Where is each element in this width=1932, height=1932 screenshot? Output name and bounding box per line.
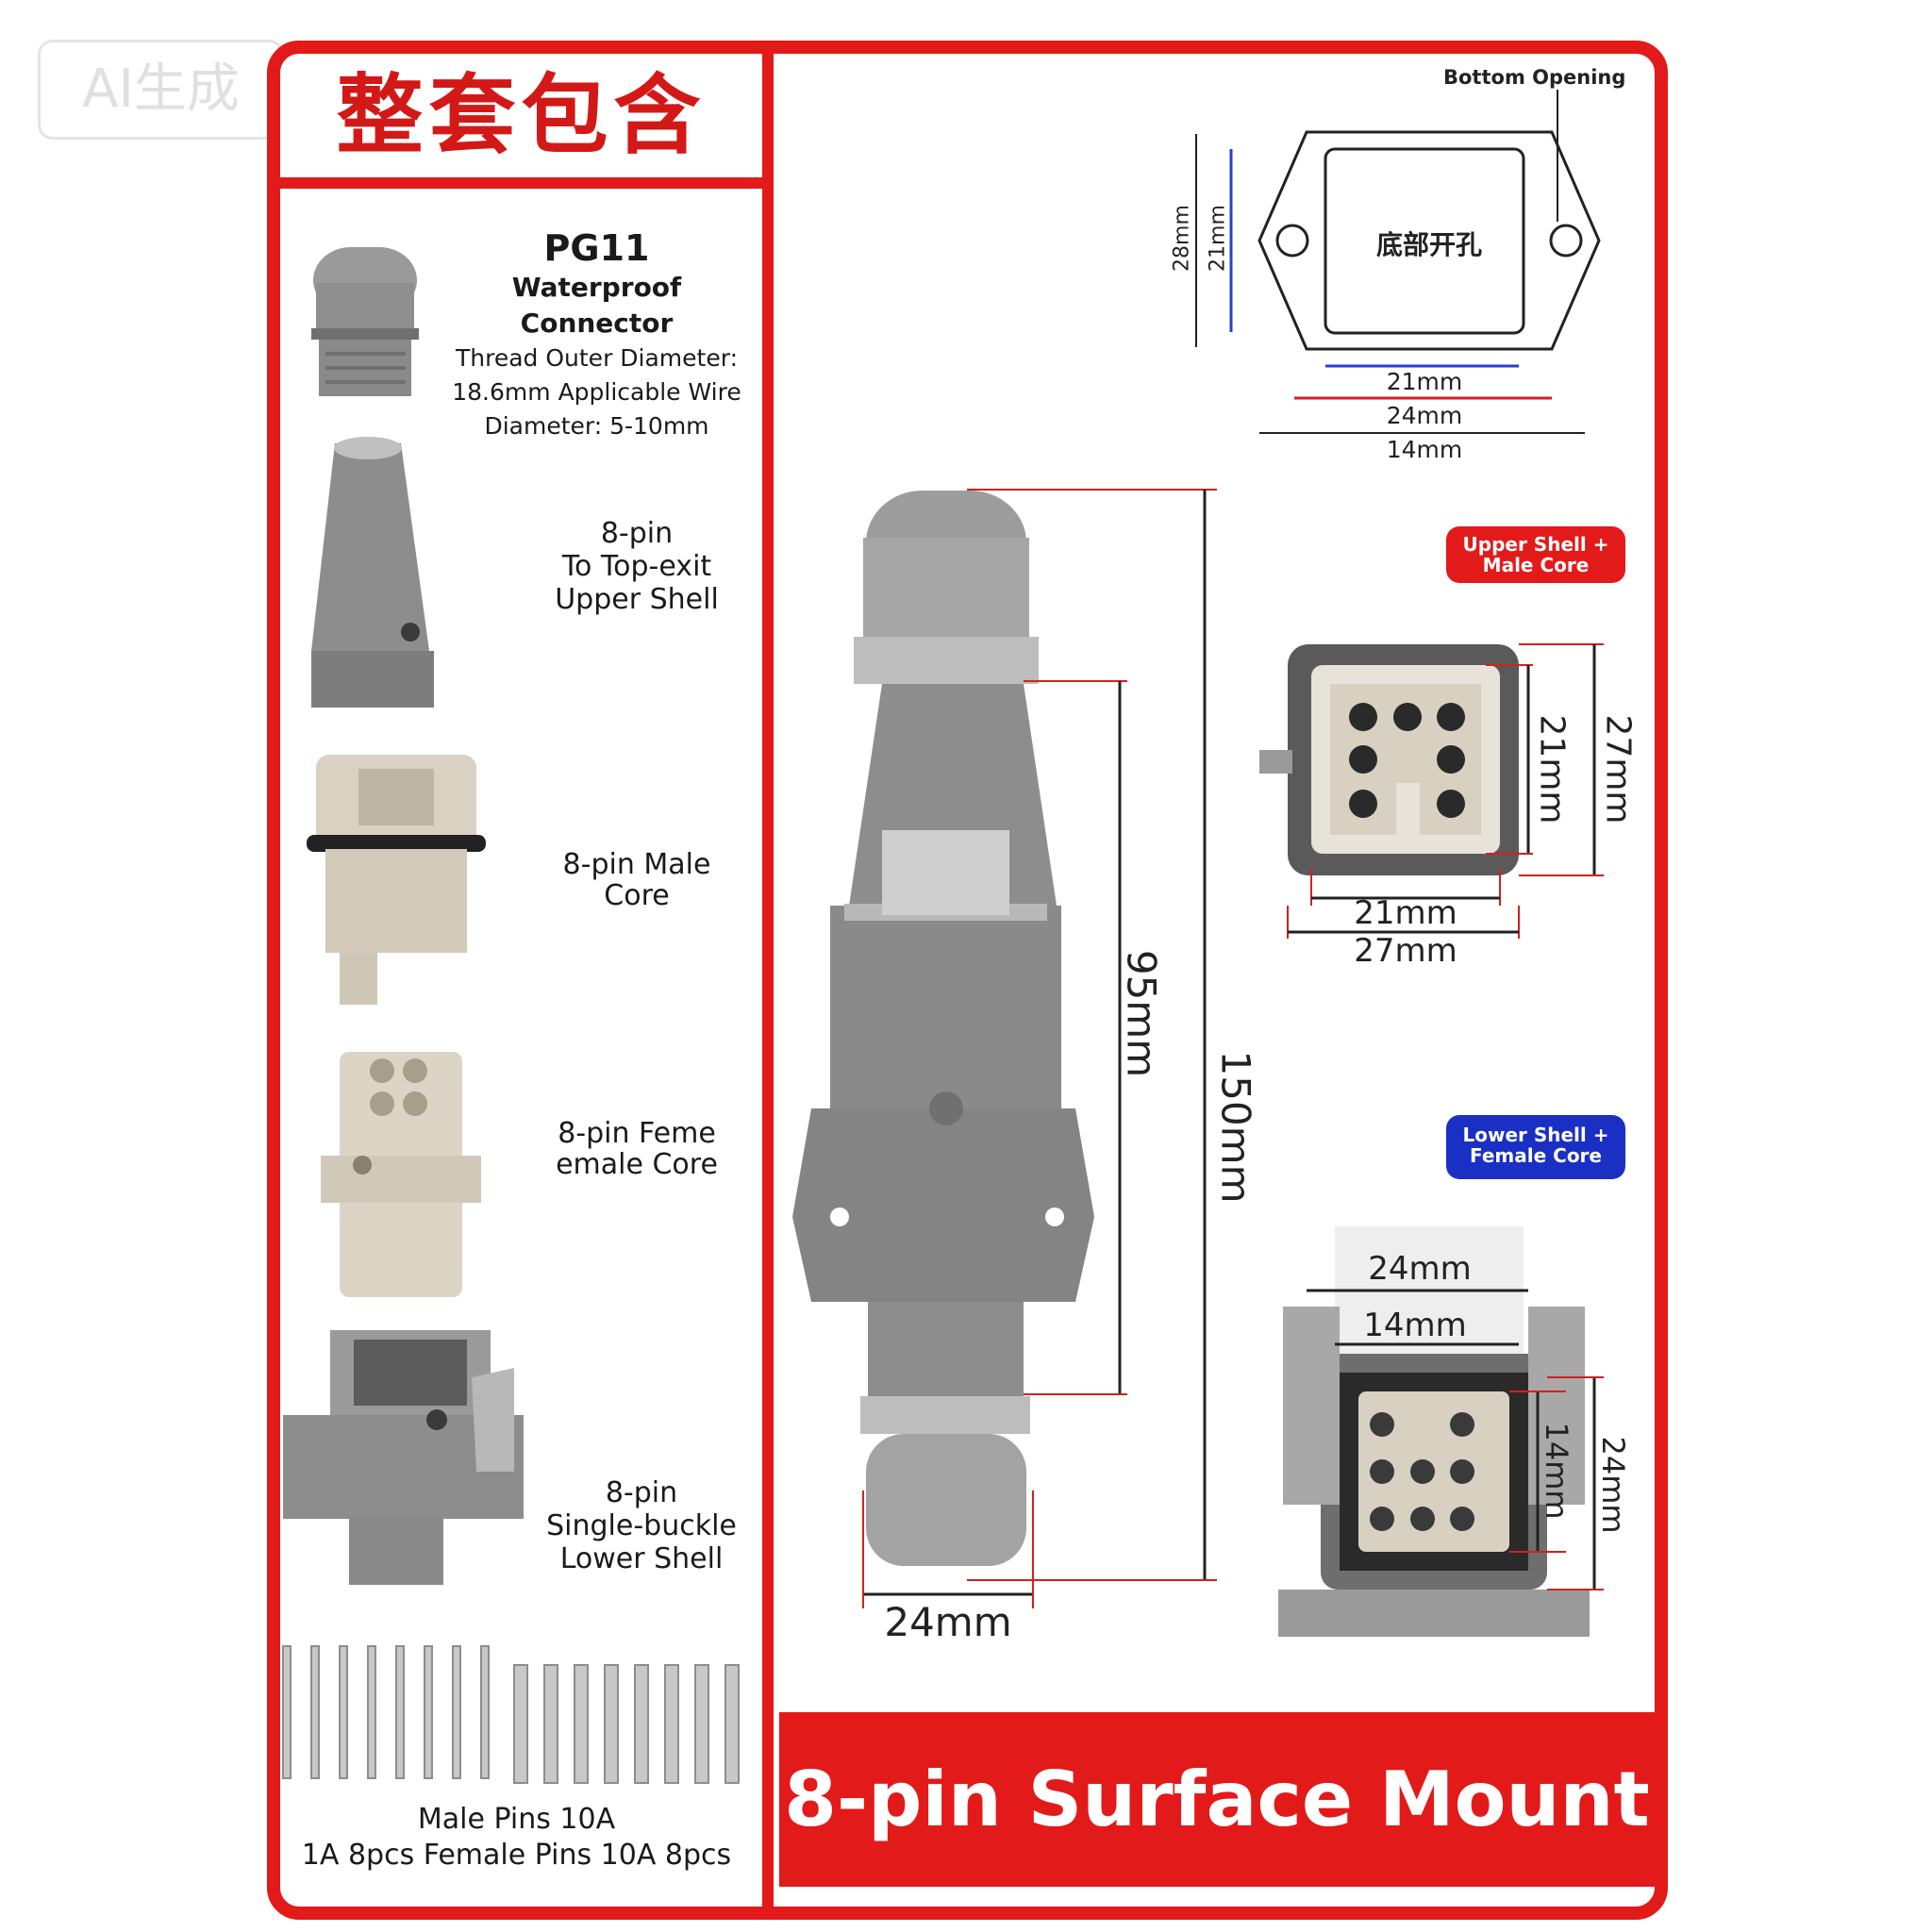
upper-shell-line-1: 8-pin <box>600 517 674 550</box>
male-core-icon <box>307 755 486 1005</box>
banner-text: 8-pin Surface Mount <box>784 1756 1650 1843</box>
cable-gland-icon <box>311 247 419 396</box>
gland-spec-1: Thread Outer Diameter: <box>456 344 738 372</box>
bottom-opening-dim-14: 14mm <box>1386 436 1463 463</box>
pins-line-2: 1A 8pcs Female Pins 10A 8pcs <box>301 1839 732 1872</box>
female-core-line-2: emale Core <box>556 1148 718 1181</box>
female-core-line-1: 8-pin Feme <box>558 1117 716 1150</box>
lower-shell-line-3: Lower Shell <box>559 1542 724 1575</box>
lower-shell-line-1: 8-pin <box>605 1476 678 1509</box>
lower-shell-badge-line-2: Female Core <box>1470 1144 1602 1167</box>
assembly-dim-150: 150mm <box>1212 1050 1259 1204</box>
title-box: 整套包含 <box>280 54 762 177</box>
lower-view-dim-14-top: 14mm <box>1363 1307 1467 1344</box>
female-core-icon <box>321 1052 481 1297</box>
gland-label: PG11 Waterproof Connector Thread Outer D… <box>439 226 755 443</box>
upper-shell-top-view <box>1259 643 1604 939</box>
title-underline <box>267 177 762 189</box>
page-title: 整套包含 <box>336 64 707 166</box>
lower-shell-line-2: Single-buckle <box>546 1509 737 1542</box>
upper-shell-label: 8-pin To Top-exit Upper Shell <box>524 517 750 616</box>
assembly-dim-95: 95mm <box>1118 949 1165 1078</box>
lower-view-dim-24-vertical: 24mm <box>1595 1436 1631 1534</box>
panel-divider <box>762 52 774 1910</box>
lower-shell-label: 8-pin Single-buckle Lower Shell <box>528 1476 755 1575</box>
upper-view-dim-27-vertical: 27mm <box>1598 714 1638 824</box>
gland-spec-2: 18.6mm Applicable Wire <box>452 378 741 406</box>
male-core-line-1: 8-pin Male <box>562 848 711 881</box>
pins-line-1: Male Pins 10A <box>417 1803 616 1836</box>
pins-label: Male Pins 10A 1A 8pcs Female Pins 10A 8p… <box>274 1802 759 1874</box>
bottom-opening-dim-28: 28mm <box>1170 205 1194 272</box>
bottom-opening-dim-24: 24mm <box>1386 402 1463 429</box>
upper-view-dim-27: 27mm <box>1354 932 1457 970</box>
male-core-line-2: Core <box>604 879 670 912</box>
upper-shell-line-2: To Top-exit <box>561 550 712 583</box>
assembly-dim-24: 24mm <box>884 1599 1012 1645</box>
upper-shell-icon <box>311 437 434 708</box>
bottom-opening-dim-21: 21mm <box>1386 368 1463 395</box>
upper-shell-line-3: Upper Shell <box>555 583 719 616</box>
ai-generated-watermark: AI生成 <box>38 40 284 140</box>
upper-view-dim-21-vertical: 21mm <box>1532 714 1572 824</box>
gland-subtitle: Waterproof Connector <box>511 272 682 339</box>
bottom-opening-dim-21-vertical: 21mm <box>1206 205 1230 272</box>
upper-shell-badge: Upper Shell + Male Core <box>1446 526 1625 583</box>
lower-shell-icon <box>283 1330 524 1585</box>
upper-view-dim-21: 21mm <box>1354 894 1457 932</box>
assembly-dimension-lines <box>862 489 1217 1608</box>
product-banner: 8-pin Surface Mount <box>779 1712 1655 1887</box>
bottom-opening-center-label: 底部开孔 <box>1375 229 1482 260</box>
bottom-opening-title: Bottom Opening <box>1443 66 1626 89</box>
contact-pins-icon <box>282 1645 740 1784</box>
lower-view-dim-24-top: 24mm <box>1368 1250 1472 1288</box>
lower-shell-badge: Lower Shell + Female Core <box>1446 1115 1625 1179</box>
bottom-opening-diagram <box>1195 90 1601 434</box>
gland-name: PG11 <box>543 227 650 269</box>
gland-spec-3: Diameter: 5-10mm <box>484 412 709 440</box>
lower-shell-badge-line-1: Lower Shell + <box>1462 1124 1609 1146</box>
assembly-drawing <box>792 491 1094 1566</box>
lower-shell-top-view <box>1278 1226 1604 1637</box>
female-core-label: 8-pin Feme emale Core <box>524 1118 750 1180</box>
male-core-label: 8-pin Male Core <box>524 849 750 911</box>
lower-view-dim-14-vertical: 14mm <box>1539 1422 1574 1520</box>
